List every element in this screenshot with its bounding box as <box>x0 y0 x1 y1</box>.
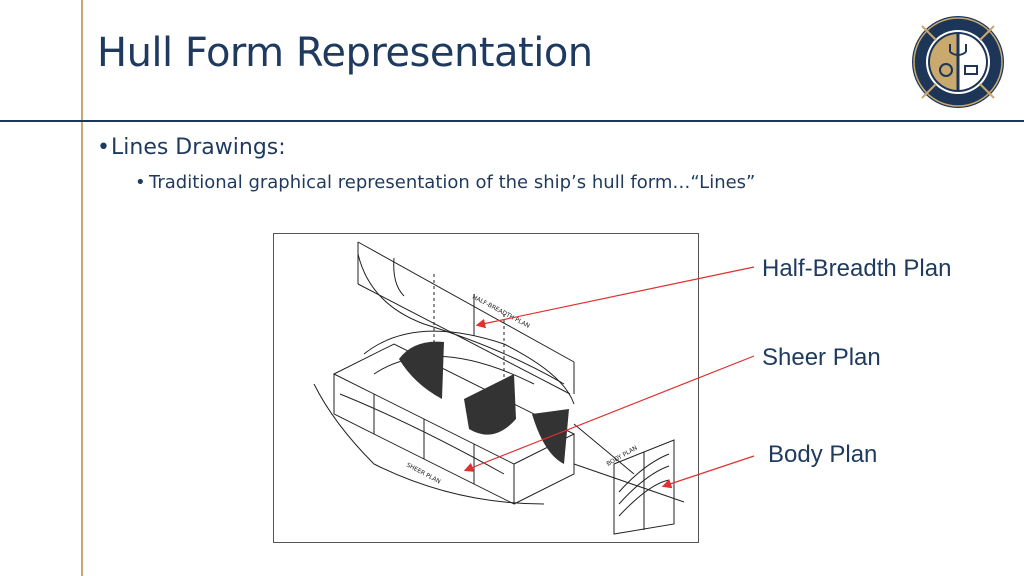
callout-body-plan: Body Plan <box>768 441 878 468</box>
isometric-lines-drawing: HALF-BREADTH PLAN SHEER PLAN BODY PLAN <box>313 241 685 535</box>
navy-header-divider <box>0 120 1024 122</box>
slide-title: Hull Form Representation <box>97 30 593 76</box>
arrow-sheer <box>463 355 755 472</box>
sub-bullet-text: Traditional graphical representation of … <box>149 172 756 193</box>
arrow-body <box>661 455 755 489</box>
gold-vertical-rule <box>81 0 83 576</box>
arrow-half-breadth <box>475 266 755 329</box>
bullet-main-text: Lines Drawings: <box>111 135 286 160</box>
lines-drawing-figure: HALF-BREADTH PLAN SHEER PLAN BODY PLAN <box>273 233 699 543</box>
usna-naoe-seal-logo <box>912 16 1004 108</box>
callout-half-breadth-plan: Half-Breadth Plan <box>762 255 952 282</box>
sub-bullet-glyph: • <box>135 172 146 193</box>
sub-bullet: •Traditional graphical representation of… <box>135 172 755 193</box>
bullet-glyph: • <box>97 135 110 160</box>
callout-sheer-plan: Sheer Plan <box>762 344 881 371</box>
bullet-lines-drawings: •Lines Drawings: <box>97 135 286 160</box>
